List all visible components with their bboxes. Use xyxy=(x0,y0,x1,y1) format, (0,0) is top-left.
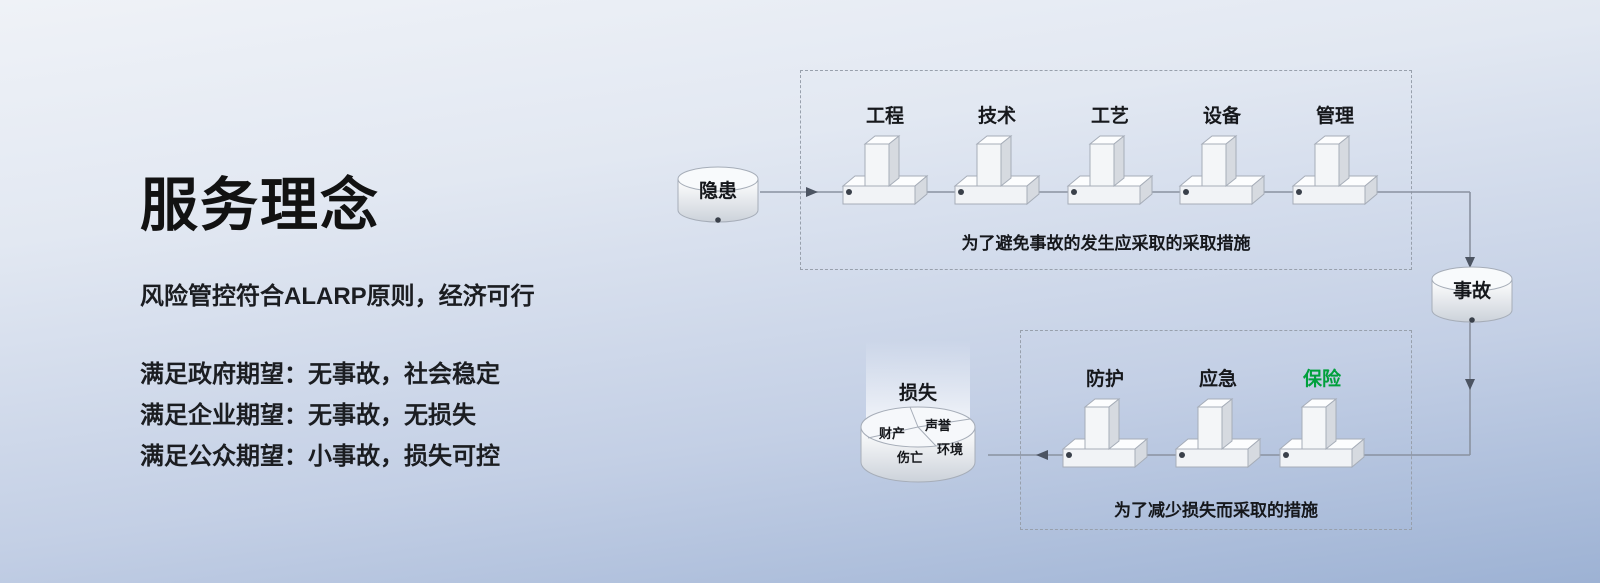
pedestal-protection xyxy=(1062,398,1148,468)
block-label-protection: 防护 xyxy=(1085,369,1124,390)
loss-slice-casualty: 伤亡 xyxy=(896,450,923,465)
expectation-government: 满足政府期望：无事故，社会稳定 xyxy=(140,361,500,388)
pedestal-equipment xyxy=(1179,135,1265,205)
pedestal-engineering xyxy=(842,135,928,205)
pedestal-insurance xyxy=(1279,398,1365,468)
block-label-management: 管理 xyxy=(1315,106,1354,127)
expectation-enterprise: 满足企业期望：无事故，无损失 xyxy=(140,402,476,429)
block-label-emergency: 应急 xyxy=(1198,369,1237,390)
loss-slice-reputation: 声誉 xyxy=(924,418,952,433)
pedestal-process xyxy=(1067,135,1153,205)
block-label-process: 工艺 xyxy=(1090,106,1129,127)
loss-slice-environment: 环境 xyxy=(937,442,963,457)
hazard-label: 隐患 xyxy=(698,181,737,202)
pedestal-emergency xyxy=(1175,398,1261,468)
block-label-technology: 技术 xyxy=(977,106,1016,127)
page-title: 服务理念 xyxy=(140,173,381,238)
subtitle: 风险管控符合ALARP原则，经济可行 xyxy=(140,283,535,310)
block-label-engineering: 工程 xyxy=(865,106,904,127)
loss-pie: 财产 声誉 伤亡 环境 xyxy=(860,406,976,483)
block-label-insurance: 保险 xyxy=(1302,369,1341,390)
accident-label: 事故 xyxy=(1452,281,1491,302)
pedestal-management xyxy=(1292,135,1378,205)
expectations-list: 满足政府期望：无事故，社会稳定 满足企业期望：无事故，无损失 满足公众期望：小事… xyxy=(140,354,500,477)
prevention-box xyxy=(800,70,1412,270)
pedestal-technology xyxy=(954,135,1040,205)
expectation-public: 满足公众期望：小事故，损失可控 xyxy=(140,443,500,470)
loss-label: 损失 xyxy=(898,383,937,404)
mitigation-box xyxy=(1020,330,1412,530)
block-label-equipment: 设备 xyxy=(1202,106,1241,127)
arrowheads xyxy=(806,187,1475,460)
mitigation-caption: 为了减少损失而采取的措施 xyxy=(1114,501,1318,520)
prevention-caption: 为了避免事故的发生应采取的采取措施 xyxy=(961,234,1251,253)
loss-slice-property: 财产 xyxy=(879,426,905,441)
